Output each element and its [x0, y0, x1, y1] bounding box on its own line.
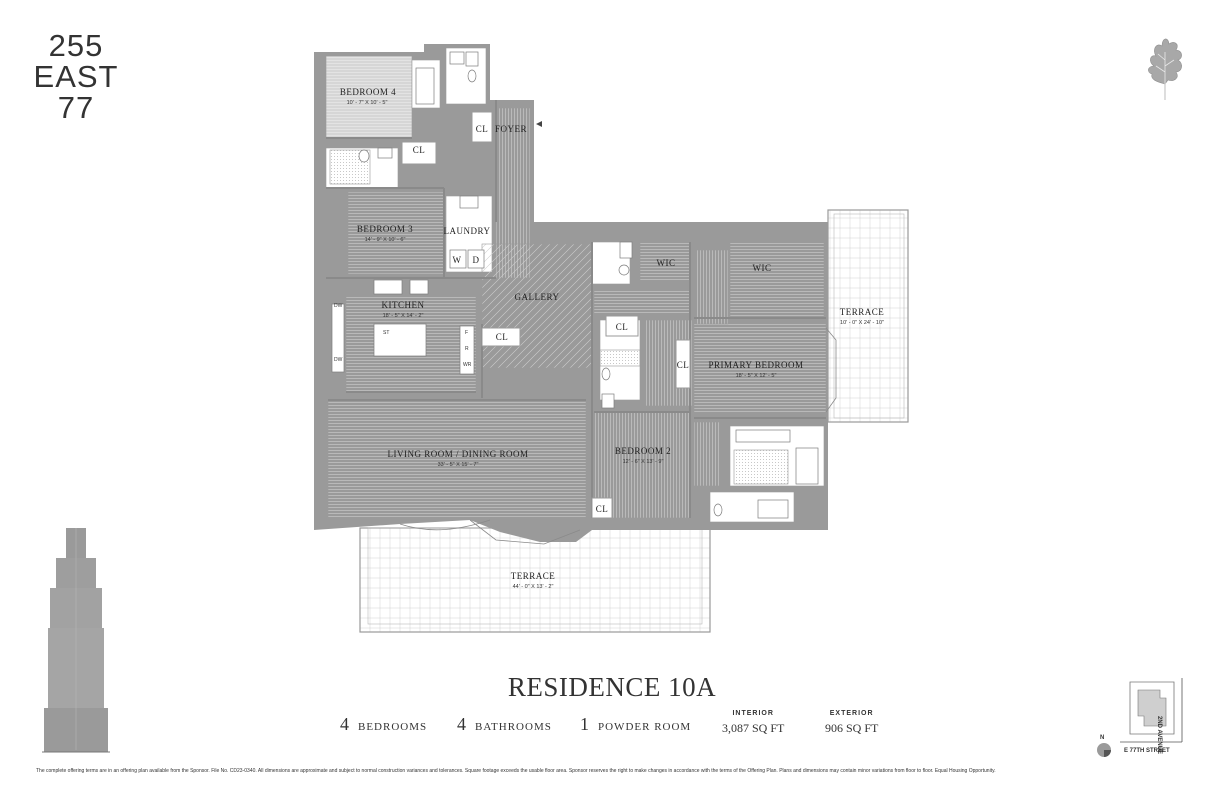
closet-boxes [401, 111, 691, 519]
living-dining-label: LIVING ROOM / DINING ROOM [387, 449, 529, 459]
terrace-south-label: TERRACE [510, 571, 556, 581]
terrace-east-dims: 10' - 0" X 24' - 10" [840, 320, 884, 326]
bedroom-4-dims: 10' - 7" X 10' - 5" [346, 100, 388, 106]
exterior-label: EXTERIOR [829, 710, 874, 717]
legal-disclaimer: The complete offering terms are in an of… [36, 768, 996, 774]
terrace-south-dims: 44' - 0" X 13' - 2" [512, 584, 554, 590]
bedrooms-stat: 4 BEDROOMS [340, 714, 427, 735]
primary-bedroom-dims: 18' - 5" X 12' - 5" [735, 373, 777, 379]
brand-logo: 255 EAST 77 [30, 30, 122, 123]
closet-label: CL [595, 504, 609, 514]
stove-tag: ST [383, 330, 390, 336]
closet-label: CL [475, 124, 489, 134]
bedroom-2-dims: 12' - 6" X 13' - 9" [622, 459, 664, 465]
wic-1-label: WIC [656, 258, 676, 268]
living-dining-dims: 33' - 5" X 15' - 7" [437, 462, 479, 468]
bay-windows [399, 327, 837, 545]
bathrooms-count: 4 [457, 714, 467, 734]
bedroom-4-label: BEDROOM 4 [339, 87, 397, 97]
powder-room-stat: 1 POWDER ROOM [580, 714, 691, 735]
terrace-east [827, 209, 909, 423]
oak-leaf-icon [1148, 38, 1182, 100]
dryer-label: D [472, 255, 480, 265]
washer-label: W [452, 255, 462, 265]
refrigerator-tag: R [465, 346, 469, 352]
wine-refrigerator-tag: WR [463, 362, 472, 368]
brand-line-3: 77 [57, 90, 95, 125]
key-map [1097, 678, 1183, 757]
interior-label: INTERIOR [732, 710, 774, 717]
partitions [326, 100, 826, 518]
bathrooms-label: BATHROOMS [475, 721, 552, 733]
powder-room-count: 1 [580, 714, 590, 734]
bedroom-3-label: BEDROOM 3 [356, 224, 414, 234]
kitchen-dims: 18' - 5" X 14' - 2" [382, 313, 424, 319]
exterior-value: 906 SQ FT [825, 721, 879, 735]
primary-bedroom-label: PRIMARY BEDROOM [708, 360, 804, 370]
freezer-tag: F [465, 330, 469, 336]
closet-label: CL [412, 145, 426, 155]
bedrooms-label: BEDROOMS [358, 721, 428, 733]
bedroom-3-dims: 14' - 9" X 10' - 6" [364, 237, 406, 243]
dishwasher-tag: DW [334, 357, 343, 363]
brand-line-1: 255 [48, 28, 104, 63]
wic-2-label: WIC [752, 263, 772, 273]
entry-arrow-icon [536, 121, 542, 127]
fixtures [331, 51, 819, 519]
interior-value: 3,087 SQ FT [722, 721, 785, 735]
residence-title: RESIDENCE 10A [507, 672, 717, 702]
kitchen-label: KITCHEN [381, 300, 425, 310]
closet-label: CL [615, 322, 629, 332]
closet-label: CL [495, 332, 509, 342]
cross-street-label: E 77TH STREET [1124, 748, 1170, 754]
unit-stats: 4 BEDROOMS 4 BATHROOMS 1 POWDER ROOM INTERI… [0, 710, 1224, 750]
brand-line-2: EAST [33, 59, 119, 94]
bedrooms-count: 4 [340, 714, 350, 734]
closet-label: CL [676, 360, 690, 370]
interior-area: INTERIOR 3,087 SQ FT [722, 710, 784, 736]
building-tower-icon [42, 528, 110, 753]
laundry-label: LAUNDRY [443, 226, 491, 236]
floor-plan [314, 44, 909, 633]
exterior-area: EXTERIOR 906 SQ FT [825, 710, 878, 736]
foyer-label: FOYER [494, 124, 528, 134]
powder-room-label: POWDER ROOM [598, 721, 692, 733]
terrace-east-label: TERRACE [839, 307, 885, 317]
bathrooms-stat: 4 BATHROOMS [457, 714, 552, 735]
gallery-label: GALLERY [514, 292, 560, 302]
dishwasher-tag: DW [334, 303, 343, 309]
bedroom-2-label: BEDROOM 2 [614, 446, 672, 456]
north-indicator: N [1100, 735, 1105, 741]
